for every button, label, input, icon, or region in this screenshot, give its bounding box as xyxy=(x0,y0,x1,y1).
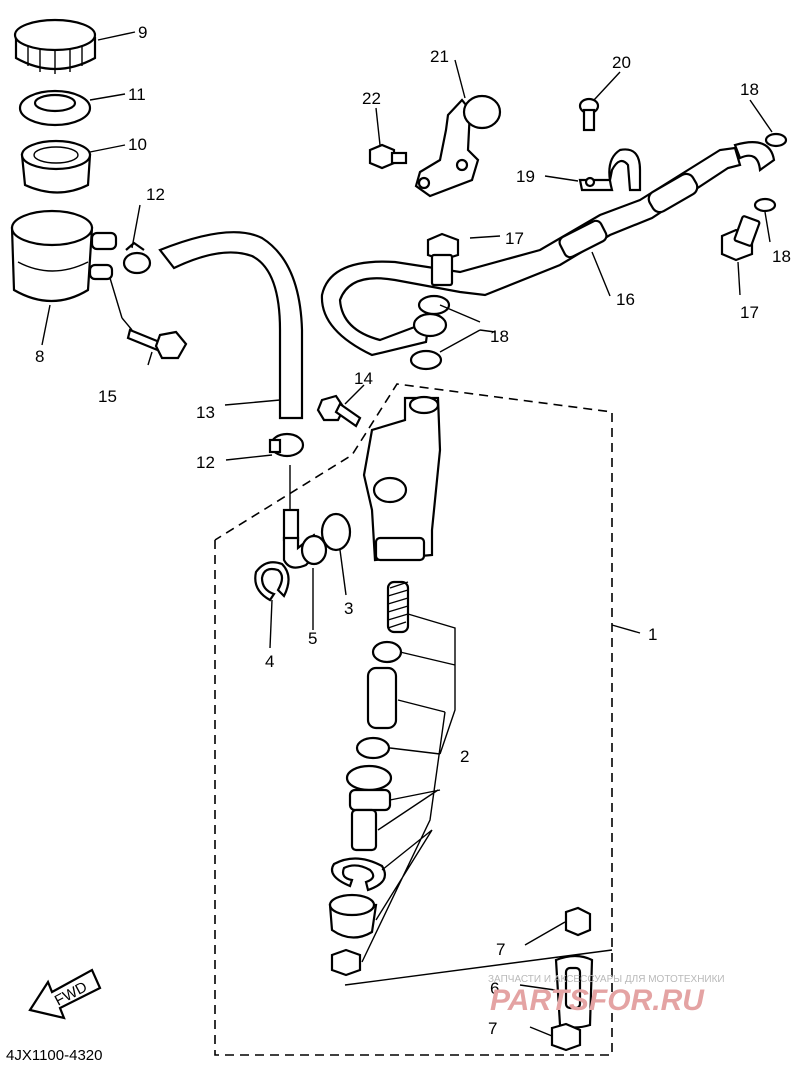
label-17-upper: 17 xyxy=(505,229,524,248)
label-2: 2 xyxy=(460,747,469,766)
guide-screw xyxy=(578,97,600,132)
label-7-upper: 7 xyxy=(496,940,505,959)
label-7-lower: 7 xyxy=(488,1019,497,1038)
reservoir-hose xyxy=(158,231,304,420)
label-9: 9 xyxy=(138,23,147,42)
label-3: 3 xyxy=(344,599,353,618)
o-ring xyxy=(320,512,352,552)
label-11: 11 xyxy=(128,85,146,104)
master-cylinder-body xyxy=(362,395,442,562)
hose-bracket xyxy=(414,94,502,198)
label-17-right: 17 xyxy=(740,303,759,322)
union-bolt-lower xyxy=(720,215,761,262)
label-4: 4 xyxy=(265,652,274,671)
piston-kit xyxy=(328,580,410,977)
label-6: 6 xyxy=(490,979,499,998)
reservoir-bolt xyxy=(126,328,188,360)
leader-lines xyxy=(41,31,773,1037)
label-1: 1 xyxy=(648,625,657,644)
union-bolt-upper xyxy=(426,232,460,287)
label-12-upper: 12 xyxy=(146,185,165,204)
label-18-top: 18 xyxy=(740,80,759,99)
label-22: 22 xyxy=(362,89,381,108)
diaphragm-plate xyxy=(18,89,92,127)
hose-clamp-lower xyxy=(268,432,305,458)
diagram-code: 4JX1100-4320 xyxy=(6,1047,102,1064)
clevis-assembly xyxy=(550,906,594,1052)
label-14: 14 xyxy=(354,369,373,388)
bracket-bolt xyxy=(368,143,408,170)
label-21: 21 xyxy=(430,47,449,66)
brake-hose xyxy=(320,146,742,357)
brake-hose-fittings xyxy=(412,141,776,338)
copper-washers xyxy=(409,132,788,371)
label-18-middle: 18 xyxy=(490,327,509,346)
master-cylinder-bolt xyxy=(316,394,362,428)
reservoir-body xyxy=(10,209,118,303)
label-5: 5 xyxy=(308,629,317,648)
hose-clamp-upper xyxy=(122,241,152,275)
label-18-right: 18 xyxy=(772,247,791,266)
label-13: 13 xyxy=(196,403,215,422)
hose-joint xyxy=(282,508,328,569)
watermark-caption: ЗАПЧАСТИ И АКСЕССУАРЫ ДЛЯ МОТОТЕХНИКИ xyxy=(488,974,725,985)
label-20: 20 xyxy=(612,53,631,72)
label-15: 15 xyxy=(98,387,117,406)
watermark-brand: PARTSFOR.RU xyxy=(490,984,705,1017)
label-19: 19 xyxy=(516,167,535,186)
reservoir-cap xyxy=(13,18,97,74)
label-12-lower: 12 xyxy=(196,453,215,472)
assembly-outline xyxy=(214,383,613,1056)
forward-arrow-icon: FWD xyxy=(28,968,102,1020)
label-10: 10 xyxy=(128,135,147,154)
label-8: 8 xyxy=(35,347,44,366)
diaphragm xyxy=(20,139,92,194)
hose-guide xyxy=(578,148,642,192)
label-16: 16 xyxy=(616,290,635,309)
leader-lines-2 xyxy=(361,613,456,963)
circlip-small xyxy=(254,561,290,602)
